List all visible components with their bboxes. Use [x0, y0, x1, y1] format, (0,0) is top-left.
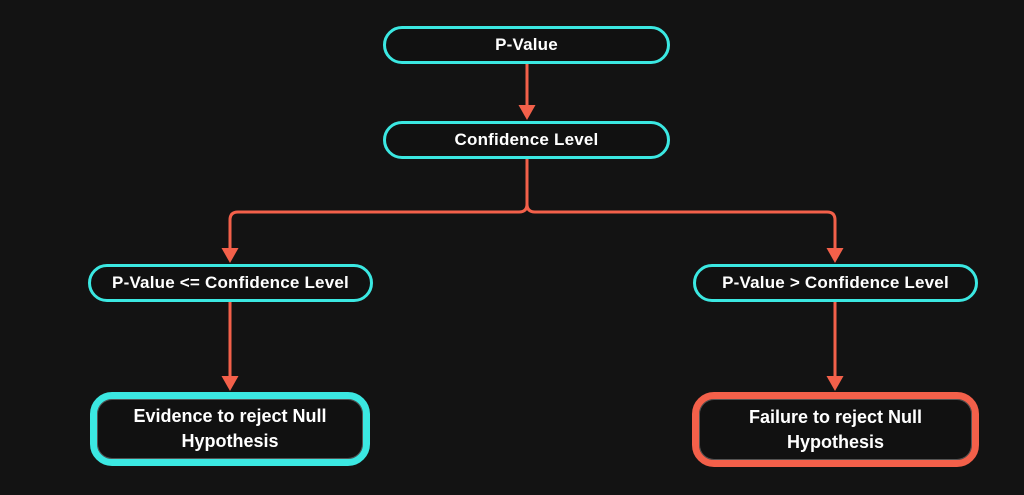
arrowhead-right-branch [826, 248, 844, 263]
arrowhead-pvalue-to-confidence [518, 105, 536, 120]
node-p-le-confidence-level: P-Value <= Confidence Level [88, 264, 373, 302]
node-p-gt-confidence-label: P-Value > Confidence Level [722, 273, 949, 292]
node-evidence-label: Evidence to reject Null Hypothesis [133, 406, 327, 451]
node-p-gt-confidence-level: P-Value > Confidence Level [693, 264, 978, 302]
arrowhead-left-branch [221, 248, 239, 263]
node-p-le-confidence-label: P-Value <= Confidence Level [112, 273, 349, 292]
edge-confidence-to-right-branch [525, 159, 837, 249]
node-p-value-label: P-Value [495, 35, 558, 54]
node-p-value: P-Value [383, 26, 670, 64]
arrowhead-left-to-evidence [221, 376, 239, 391]
arrowhead-right-to-failure [826, 376, 844, 391]
node-failure-to-reject-null: Failure to reject Null Hypothesis [692, 392, 979, 467]
node-evidence-to-reject-null: Evidence to reject Null Hypothesis [90, 392, 370, 466]
node-failure-label: Failure to reject Null Hypothesis [748, 406, 923, 452]
node-confidence-level: Confidence Level [383, 121, 670, 159]
edge-confidence-to-left-branch [228, 159, 529, 249]
node-confidence-level-label: Confidence Level [454, 130, 599, 149]
